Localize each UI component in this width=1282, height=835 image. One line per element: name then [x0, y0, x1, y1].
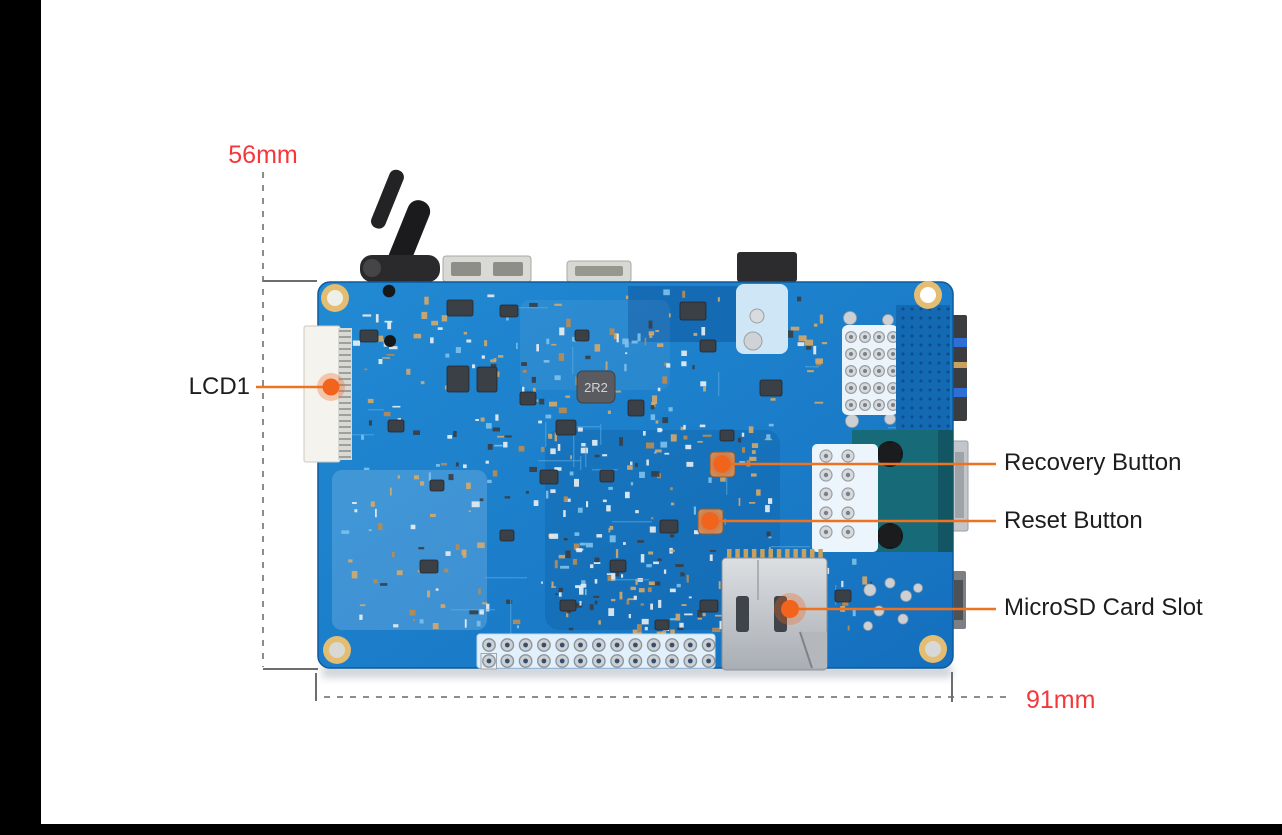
- thermal-pad-mid: [812, 444, 878, 552]
- antenna-cable: [360, 169, 440, 282]
- callout-dots: [317, 373, 806, 625]
- reset-callout-label: Reset Button: [1004, 507, 1143, 534]
- reset-dot: [701, 512, 719, 530]
- letterbox-bar-left: [0, 0, 41, 835]
- width-dimension-label: 91mm: [1026, 686, 1096, 714]
- inductor-2r2: 2R2: [576, 370, 616, 404]
- lcd1-callout-label: LCD1: [188, 373, 250, 400]
- microsd-slot: [721, 549, 828, 671]
- gpio-header: [476, 633, 716, 670]
- letterbox-bar-bottom: [0, 824, 1282, 835]
- recovery-callout-label: Recovery Button: [1004, 449, 1182, 476]
- dimension-lines: [262, 172, 1012, 702]
- screw-bottom: [877, 523, 903, 549]
- microsd-dot: [781, 600, 799, 618]
- thermal-pad-top: [842, 325, 899, 415]
- callout-leaders: [256, 385, 996, 611]
- screw-top: [877, 441, 903, 467]
- microsd-callout-label: MicroSD Card Slot: [1004, 594, 1203, 621]
- mounting-holes: [321, 281, 947, 664]
- inductor-marking-text: 2R2: [584, 380, 608, 395]
- audio-jack-pad: [736, 284, 788, 354]
- lcd-dot: [322, 378, 340, 396]
- height-dimension-label: 56mm: [228, 141, 298, 169]
- recovery-dot: [713, 455, 731, 473]
- top-edge-ports: [442, 252, 797, 283]
- lcd-connector: [303, 325, 352, 463]
